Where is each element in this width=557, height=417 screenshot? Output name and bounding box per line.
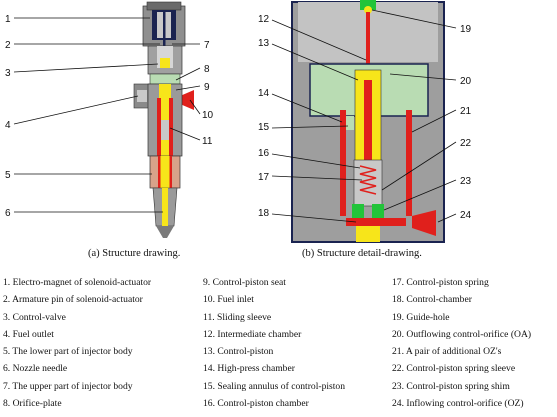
caption-detail-drawing: (b) Structure detail-drawing. (302, 248, 422, 259)
callout-5: 5 (5, 170, 11, 181)
legend-item: 5. The lower part of injector body (3, 346, 133, 358)
injector-detail-drawing (271, 0, 457, 243)
legend-item: 8. Orifice-plate (3, 398, 62, 410)
callout-20: 20 (460, 76, 472, 87)
right-callouts: 12 13 14 15 16 17 18 19 20 21 22 23 24 (258, 14, 472, 221)
callout-24: 24 (460, 210, 472, 221)
legend-item: 9. Control-piston seat (203, 277, 286, 288)
legend-item: 24. Inflowing control-orifice (OZ) (392, 398, 524, 410)
callout-19: 19 (460, 24, 472, 35)
callout-16: 16 (258, 148, 270, 159)
callout-1: 1 (5, 14, 11, 25)
legend-item: 11. Sliding sleeve (203, 311, 272, 323)
callout-14: 14 (258, 88, 270, 99)
legend-item: 13. Control-piston (203, 346, 274, 358)
callout-2: 2 (5, 40, 11, 51)
legend-column-3: 17. Control-piston spring 18. Control-ch… (392, 274, 531, 412)
legend-item: 3. Control-valve (3, 311, 66, 323)
legend-item: 22. Control-piston spring sleeve (392, 363, 516, 375)
callout-22: 22 (460, 138, 472, 149)
legend-item: 2. Armature pin of solenoid-actuator (3, 294, 143, 306)
callout-13: 13 (258, 38, 270, 49)
legend-item: 1. Electro-magnet of solenoid-actuator (3, 277, 152, 288)
legend-item: 21. A pair of additional OZ's (392, 346, 502, 358)
callout-7: 7 (204, 40, 210, 51)
legend-item: 14. High-press chamber (203, 363, 295, 375)
callout-11: 11 (202, 136, 213, 147)
callout-12: 12 (258, 14, 270, 25)
callout-18: 18 (258, 208, 270, 219)
legend-item: 10. Fuel inlet (203, 294, 254, 306)
injector-figure: 1 2 3 4 5 6 7 8 9 10 11 (5, 0, 472, 243)
left-callouts: 1 2 3 4 5 6 7 8 9 10 11 (5, 14, 214, 219)
callout-10: 10 (202, 110, 214, 121)
callout-8: 8 (204, 64, 210, 75)
caption-structure-drawing: (a) Structure drawing. (88, 248, 181, 259)
callout-9: 9 (204, 82, 210, 93)
legend: 1. Electro-magnet of solenoid-actuator 2… (0, 274, 557, 417)
legend-item: 6. Nozzle needle (3, 363, 68, 375)
callout-17: 17 (258, 172, 270, 183)
legend-item: 4. Fuel outlet (3, 328, 54, 340)
callout-15: 15 (258, 122, 270, 133)
legend-item: 16. Control-piston chamber (203, 398, 309, 410)
callout-6: 6 (5, 208, 11, 219)
legend-column-2: 9. Control-piston seat 10. Fuel inlet 11… (203, 274, 345, 412)
callout-21: 21 (460, 106, 472, 117)
legend-item: 17. Control-piston spring (392, 277, 489, 288)
legend-item: 19. Guide-hole (392, 311, 450, 323)
legend-item: 7. The upper part of injector body (3, 380, 133, 392)
legend-item: 12. Intermediate chamber (203, 328, 302, 340)
legend-item: 23. Control-piston spring shim (392, 380, 510, 392)
legend-column-1: 1. Electro-magnet of solenoid-actuator 2… (3, 274, 151, 412)
callout-23: 23 (460, 176, 472, 187)
legend-item: 20. Outflowing control-orifice (OA) (392, 328, 532, 340)
legend-item: 15. Sealing annulus of control-piston (203, 380, 346, 392)
callout-4: 4 (5, 120, 11, 131)
callout-3: 3 (5, 68, 11, 79)
injector-structure-drawing (13, 1, 201, 238)
legend-item: 18. Control-chamber (392, 294, 472, 306)
